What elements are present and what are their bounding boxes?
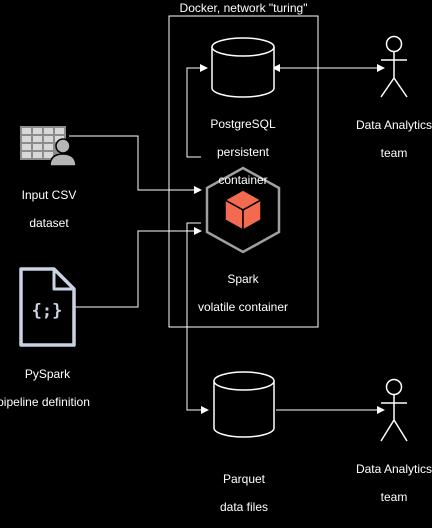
- postgres-label: PostgreSQL persistent container: [183, 103, 303, 201]
- analytics-top-label-line1: Data Analytics: [355, 118, 432, 132]
- spark-hexagon-icon: [205, 166, 281, 254]
- analytics-top-label: Data Analytics team: [346, 104, 432, 174]
- diagram-canvas: {;}: [19, 15, 408, 442]
- edge-csv-to-spark: [69, 135, 202, 194]
- analytics-bottom-label-line1: Data Analytics: [355, 462, 432, 476]
- code-file-glyph: {;}: [32, 301, 63, 321]
- analytics-top-label-line2: team: [380, 146, 408, 160]
- docker-container-label: Docker, network "turing": [179, 1, 308, 15]
- pyspark-label-line2: pipeline definition: [0, 395, 90, 409]
- analytics-bottom-label-line2: team: [380, 490, 408, 504]
- postgres-label-line2: persistent: [216, 145, 270, 159]
- actor-bottom-icon: [380, 378, 408, 442]
- parquet-label: Parquet data files: [194, 458, 294, 528]
- edge-spark-to-parquet: [186, 222, 209, 414]
- spark-label: Spark volatile container: [178, 258, 308, 328]
- parquet-label-line2: data files: [219, 500, 269, 514]
- architecture-diagram: {;} Docker, network "turing" PostgreSQL …: [0, 1, 432, 514]
- analytics-bottom-label: Data Analytics team: [346, 448, 432, 518]
- docker-container-box: [168, 15, 319, 328]
- postgres-label-line3: container: [218, 173, 268, 187]
- spreadsheet-user-icon: [20, 126, 77, 167]
- edge-pyspark-to-spark: [75, 227, 202, 308]
- pyspark-label: PySpark pipeline definition: [0, 353, 95, 423]
- spark-cube-right: [242, 198, 262, 232]
- postgres-database-icon: [211, 37, 275, 98]
- spark-label-line1: Spark: [227, 272, 259, 286]
- pyspark-label-line1: PySpark: [24, 367, 71, 381]
- edge-spark-to-postgres: [186, 64, 208, 158]
- csv-label-line1: Input CSV: [21, 188, 77, 202]
- csv-label: Input CSV dataset: [4, 174, 94, 244]
- parquet-label-line1: Parquet: [222, 472, 266, 486]
- code-file-icon: {;}: [19, 267, 76, 347]
- csv-label-line2: dataset: [29, 216, 69, 230]
- actor-top-icon: [380, 35, 408, 98]
- postgres-label-line1: PostgreSQL: [210, 117, 276, 131]
- spark-label-line2: volatile container: [197, 300, 289, 314]
- parquet-database-icon: [213, 371, 275, 438]
